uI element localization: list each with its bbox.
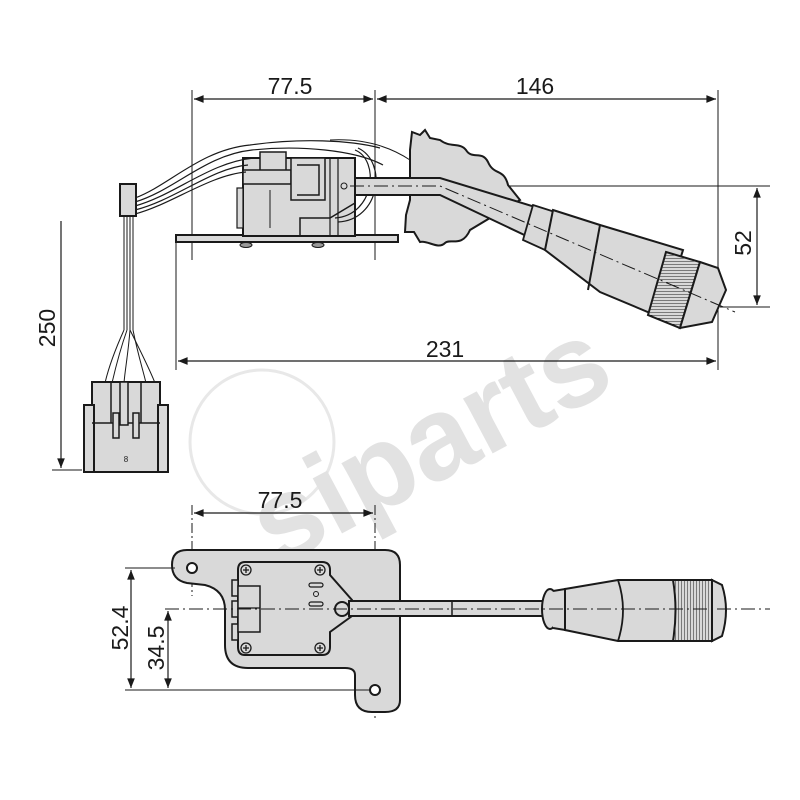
connector-label: 8 <box>124 455 129 464</box>
dim-right-vertical: 52 <box>730 230 756 256</box>
dim-hole-spacing: 77.5 <box>258 487 303 513</box>
dim-height-outer: 52.4 <box>107 605 133 650</box>
dim-top-left: 77.5 <box>268 73 313 99</box>
watermark: siparts <box>188 293 631 591</box>
dim-left-vertical: 250 <box>34 309 60 347</box>
dim-height-axis: 34.5 <box>143 626 169 671</box>
dim-overall-length: 231 <box>426 336 464 362</box>
connector: 8 <box>83 381 169 473</box>
dim-top-right: 146 <box>516 73 554 99</box>
side-view: 8 <box>52 90 770 473</box>
top-view <box>125 505 770 720</box>
